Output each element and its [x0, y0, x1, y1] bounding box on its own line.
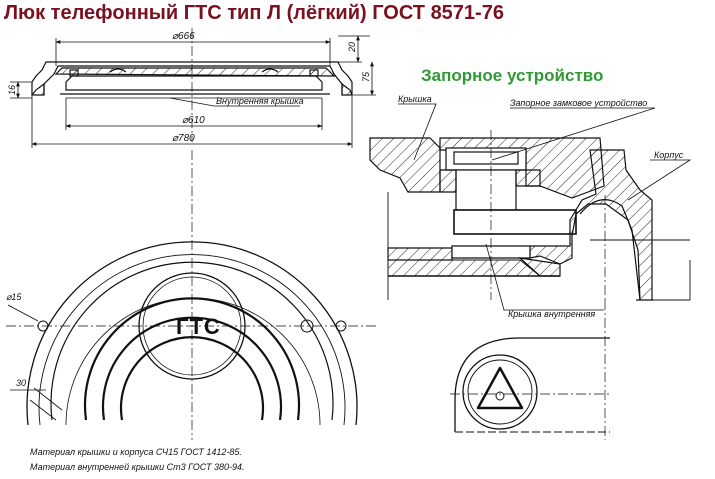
- drawing-title: Люк телефонный ГТС тип Л (лёгкий) ГОСТ 8…: [4, 2, 504, 24]
- label-cover: Крышка: [398, 94, 432, 104]
- lock-plan: [450, 300, 610, 440]
- dimension-lines: [10, 35, 376, 148]
- lock-leaders: [398, 103, 692, 311]
- lock-section-title: Запорное устройство: [421, 66, 604, 85]
- dim-30: 30: [16, 378, 26, 388]
- dim-666: ⌀666: [172, 31, 195, 42]
- dim-75: 75: [361, 71, 371, 82]
- label-inner-cover-bottom: Крышка внутренняя: [508, 309, 595, 319]
- dim-610: ⌀610: [182, 115, 205, 126]
- dim-16: 16: [7, 85, 17, 95]
- gts-emblem: ГТС: [176, 314, 221, 339]
- dim-hole-15: ⌀15: [6, 292, 22, 302]
- section-view: [30, 28, 353, 142]
- lock-section: [369, 130, 691, 301]
- dim-780: ⌀780: [172, 133, 195, 144]
- dim-20: 20: [347, 42, 357, 53]
- plan-view: [6, 150, 378, 440]
- material-note-1: Материал крышки и корпуса СЧ15 ГОСТ 1412…: [30, 447, 242, 457]
- material-note-2: Материал внутренней крышки Ст3 ГОСТ 380-…: [30, 462, 245, 472]
- label-body: Корпус: [654, 150, 684, 160]
- label-lock-device: Запорное замковое устройство: [510, 98, 647, 108]
- label-inner-cover: Внутренняя крышка: [216, 96, 304, 106]
